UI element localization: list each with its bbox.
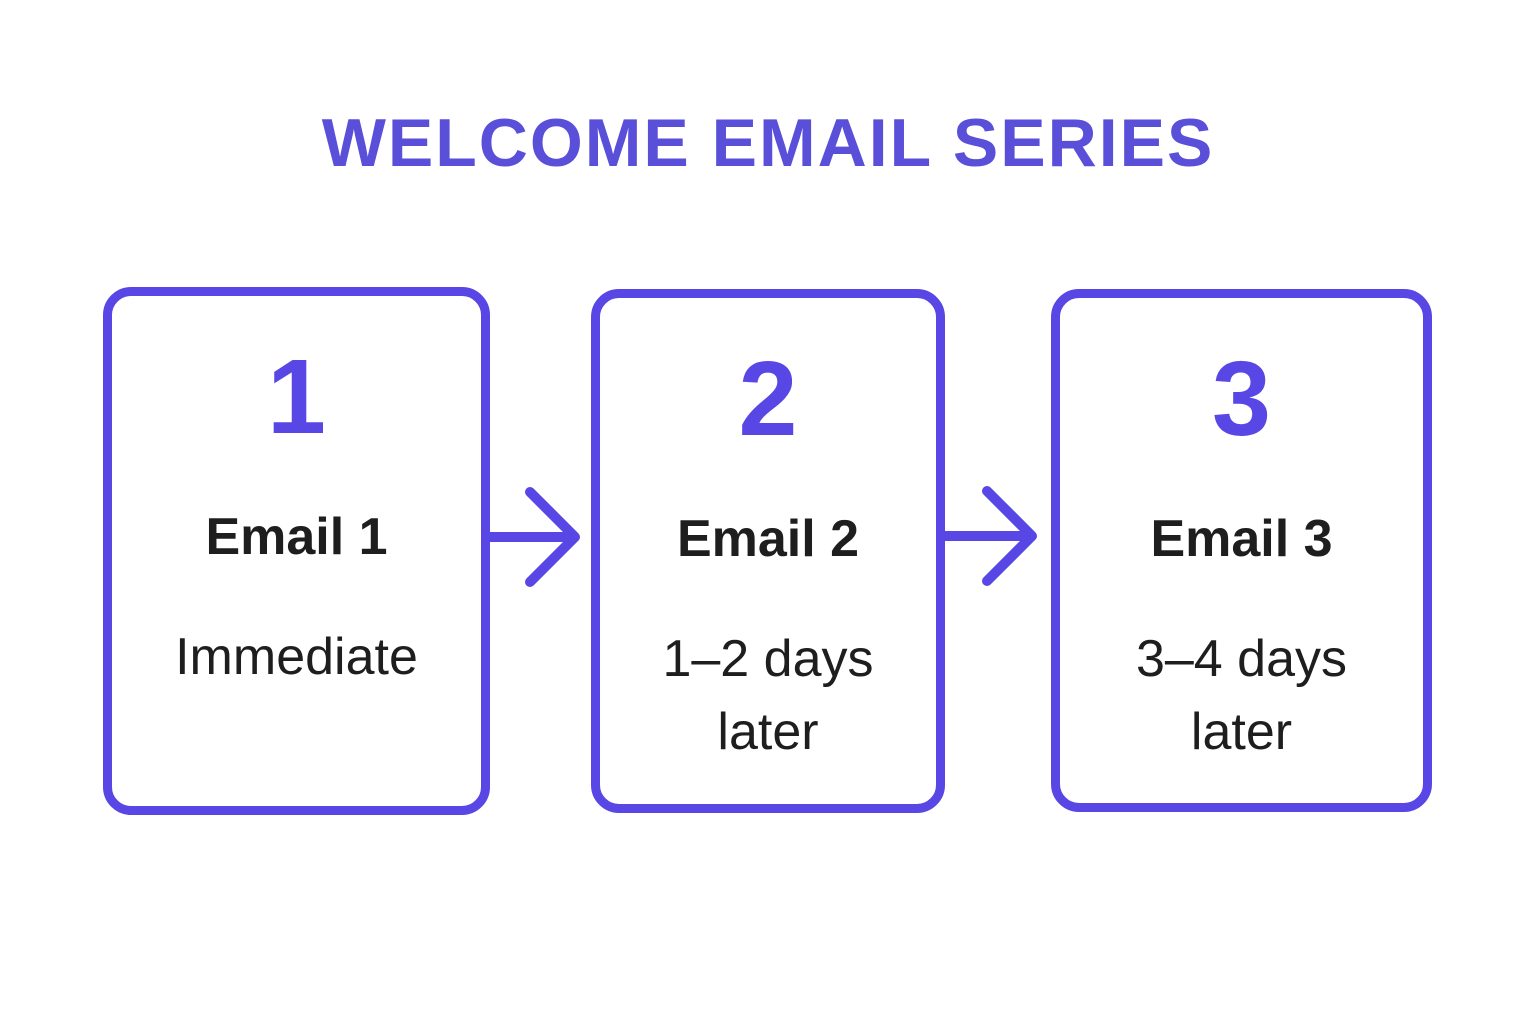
step-timing: Immediate bbox=[175, 627, 418, 686]
step-number: 2 bbox=[738, 340, 798, 458]
step-label: Email 2 bbox=[676, 510, 860, 568]
arrow-right-icon bbox=[943, 486, 1037, 586]
page-title: WELCOME EMAIL SERIES bbox=[321, 105, 1215, 181]
step-number: 1 bbox=[267, 338, 326, 456]
step-timing: 3–4 days later bbox=[1135, 629, 1348, 761]
step-box-email-1: 1 Email 1 Immediate bbox=[103, 287, 490, 815]
step-timing: 1–2 days later bbox=[662, 629, 874, 761]
step-label: Email 1 bbox=[205, 508, 388, 566]
step-box-email-3: 3 Email 3 3–4 days later bbox=[1051, 289, 1432, 812]
step-number: 3 bbox=[1212, 340, 1271, 458]
step-label: Email 3 bbox=[1150, 510, 1333, 568]
arrow-right-icon bbox=[486, 487, 580, 587]
step-box-email-2: 2 Email 2 1–2 days later bbox=[591, 289, 945, 813]
